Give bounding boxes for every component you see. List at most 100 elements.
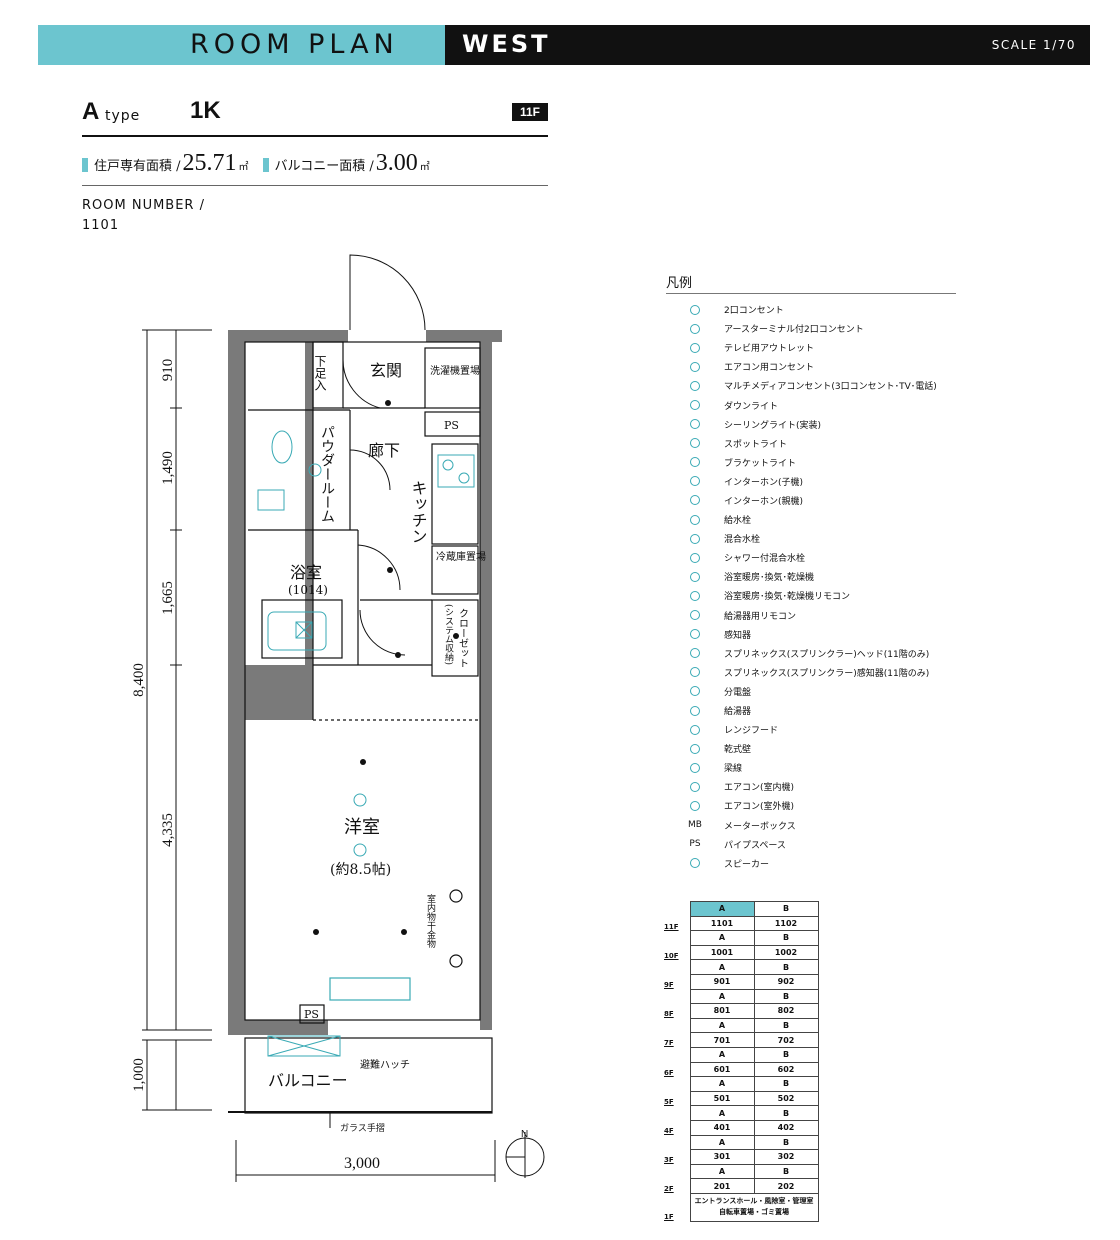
dim-4335: 4,335	[160, 813, 176, 847]
legend-label: メーターボックス	[724, 821, 796, 832]
divider	[82, 185, 548, 186]
floor-spacer	[662, 1077, 690, 1092]
ac-outlet-icon	[666, 361, 724, 373]
legend-label: 乾式壁	[724, 745, 752, 756]
legend-label: エアコン(室外機)	[724, 802, 795, 813]
dry-wall-icon	[666, 743, 724, 755]
legend-item: エアコン(室外機)	[666, 796, 966, 815]
tv-outlet-icon	[666, 342, 724, 354]
balcony-area-unit: ㎡	[419, 162, 430, 173]
col-a-header: A	[689, 930, 755, 946]
downlight-icon	[666, 399, 724, 411]
area-summary: 住戸専有面積 / 25.71 ㎡ バルコニー面積 / 3.00 ㎡	[82, 150, 444, 180]
sprinkler-sensor-icon	[666, 666, 724, 678]
floor-badge: 11F	[512, 103, 548, 121]
label-kitchen: キッチン	[409, 480, 428, 544]
legend-item: テレビ用アウトレット	[666, 338, 966, 357]
col-b-header: B	[753, 1105, 819, 1121]
sprinkler-head-icon	[666, 647, 724, 659]
north-arrow	[505, 1132, 545, 1178]
ground-note-line: エントランスホール・風除室・管理室	[694, 1197, 814, 1206]
ground-floor-note: エントランスホール・風除室・管理室自転車置場・ゴミ置場	[689, 1192, 819, 1222]
water-heater-icon	[666, 705, 724, 717]
wing-label: WEST	[462, 30, 551, 58]
room-bath-size: (1014)	[288, 583, 328, 597]
floor-label: 6F	[664, 1068, 674, 1077]
legend-label: 浴室暖房･換気･乾燥機	[724, 573, 815, 584]
floor-label: 5F	[664, 1097, 674, 1106]
col-b-header: B	[753, 988, 819, 1005]
legend-label: 感知器	[724, 630, 752, 641]
bath-dryer-remote-icon	[666, 590, 724, 602]
sensor-icon	[666, 628, 724, 640]
legend-list: 2口コンセントアースターミナル付2口コンセントテレビ用アウトレットエアコン用コン…	[666, 300, 966, 873]
speaker-icon	[666, 857, 724, 869]
vertical-labels: 下足入 パウダールーム キッチン クローゼット (システム収納) 室内物干金物	[313, 355, 469, 949]
room-b: 502	[753, 1090, 819, 1107]
legend-item: マルチメディアコンセント(3口コンセント･TV･電話)	[666, 376, 966, 395]
dim-910: 910	[160, 359, 176, 382]
room-a: 401	[689, 1119, 755, 1136]
balcony-area-value: 3.00	[375, 150, 418, 176]
legend-label: 梁線	[724, 764, 743, 775]
col-a-header: A	[689, 1163, 755, 1180]
dim-3000: 3,000	[344, 1155, 380, 1172]
legend-label: 分電盤	[724, 687, 752, 698]
bath-dryer-icon	[666, 571, 724, 583]
legend-item: 給湯器用リモコン	[666, 606, 966, 625]
page-title: ROOM PLAN	[190, 29, 399, 60]
col-b-header: B	[753, 930, 819, 946]
dim-8400: 8,400	[131, 663, 147, 697]
legend-code: PS	[689, 839, 701, 850]
legend-label: パイプスペース	[724, 840, 786, 851]
outlet-earth-icon	[666, 323, 724, 335]
legend-label: 浴室暖房･換気･乾燥機リモコン	[724, 592, 851, 603]
accent-marker	[82, 158, 88, 172]
col-b-header: B	[753, 959, 819, 975]
legend-item: 給水栓	[666, 510, 966, 529]
room-ps-bottom: PS	[304, 1008, 319, 1021]
legend-item: エアコン(室内機)	[666, 777, 966, 796]
range-hood-icon	[666, 724, 724, 736]
legend-title: 凡例	[666, 276, 693, 291]
beam-line-icon	[666, 762, 724, 774]
room-number: 1101	[82, 218, 120, 233]
walls	[228, 330, 502, 1035]
floor-plan: 910 1,490 1,665 4,335 8,400 1,000 3,000	[131, 254, 545, 1182]
drying-rack-hooks	[449, 889, 463, 968]
water-heater-remote-icon	[666, 609, 724, 621]
balcony-area-label: バルコニー面積 /	[274, 159, 374, 174]
room-entrance: 玄関	[370, 361, 402, 380]
floor-label: 7F	[664, 1039, 674, 1048]
floor-label: 2F	[664, 1185, 674, 1194]
room-b: 902	[753, 973, 819, 990]
shower-faucet-icon	[666, 552, 724, 564]
type-word: type	[105, 108, 141, 124]
legend-code: MB	[688, 820, 702, 831]
room-ps-top: PS	[444, 419, 459, 432]
floor-label: 8F	[664, 1010, 674, 1019]
room-b: 802	[753, 1003, 819, 1019]
floor-label: 1F	[664, 1213, 674, 1222]
room-hallway: 廊下	[368, 441, 400, 460]
legend-item: 分電盤	[666, 682, 966, 701]
legend-item: スポットライト	[666, 434, 966, 453]
room-western-size: (約8.5帖)	[330, 862, 391, 878]
room-b: 302	[753, 1149, 819, 1165]
floor-spacer	[662, 960, 690, 975]
legend-item: 梁線	[666, 758, 966, 777]
floor-label: 4F	[664, 1127, 674, 1135]
legend-item: 混合水栓	[666, 529, 966, 548]
legend-item: シーリングライト(実装)	[666, 415, 966, 434]
legend-item: インターホン(親機)	[666, 491, 966, 510]
floor-spacer	[662, 1135, 690, 1150]
panel-board-icon	[666, 685, 724, 697]
legend-label: 混合水栓	[724, 535, 761, 546]
floor-spacer	[662, 1047, 690, 1062]
room-a: 1001	[689, 944, 755, 961]
